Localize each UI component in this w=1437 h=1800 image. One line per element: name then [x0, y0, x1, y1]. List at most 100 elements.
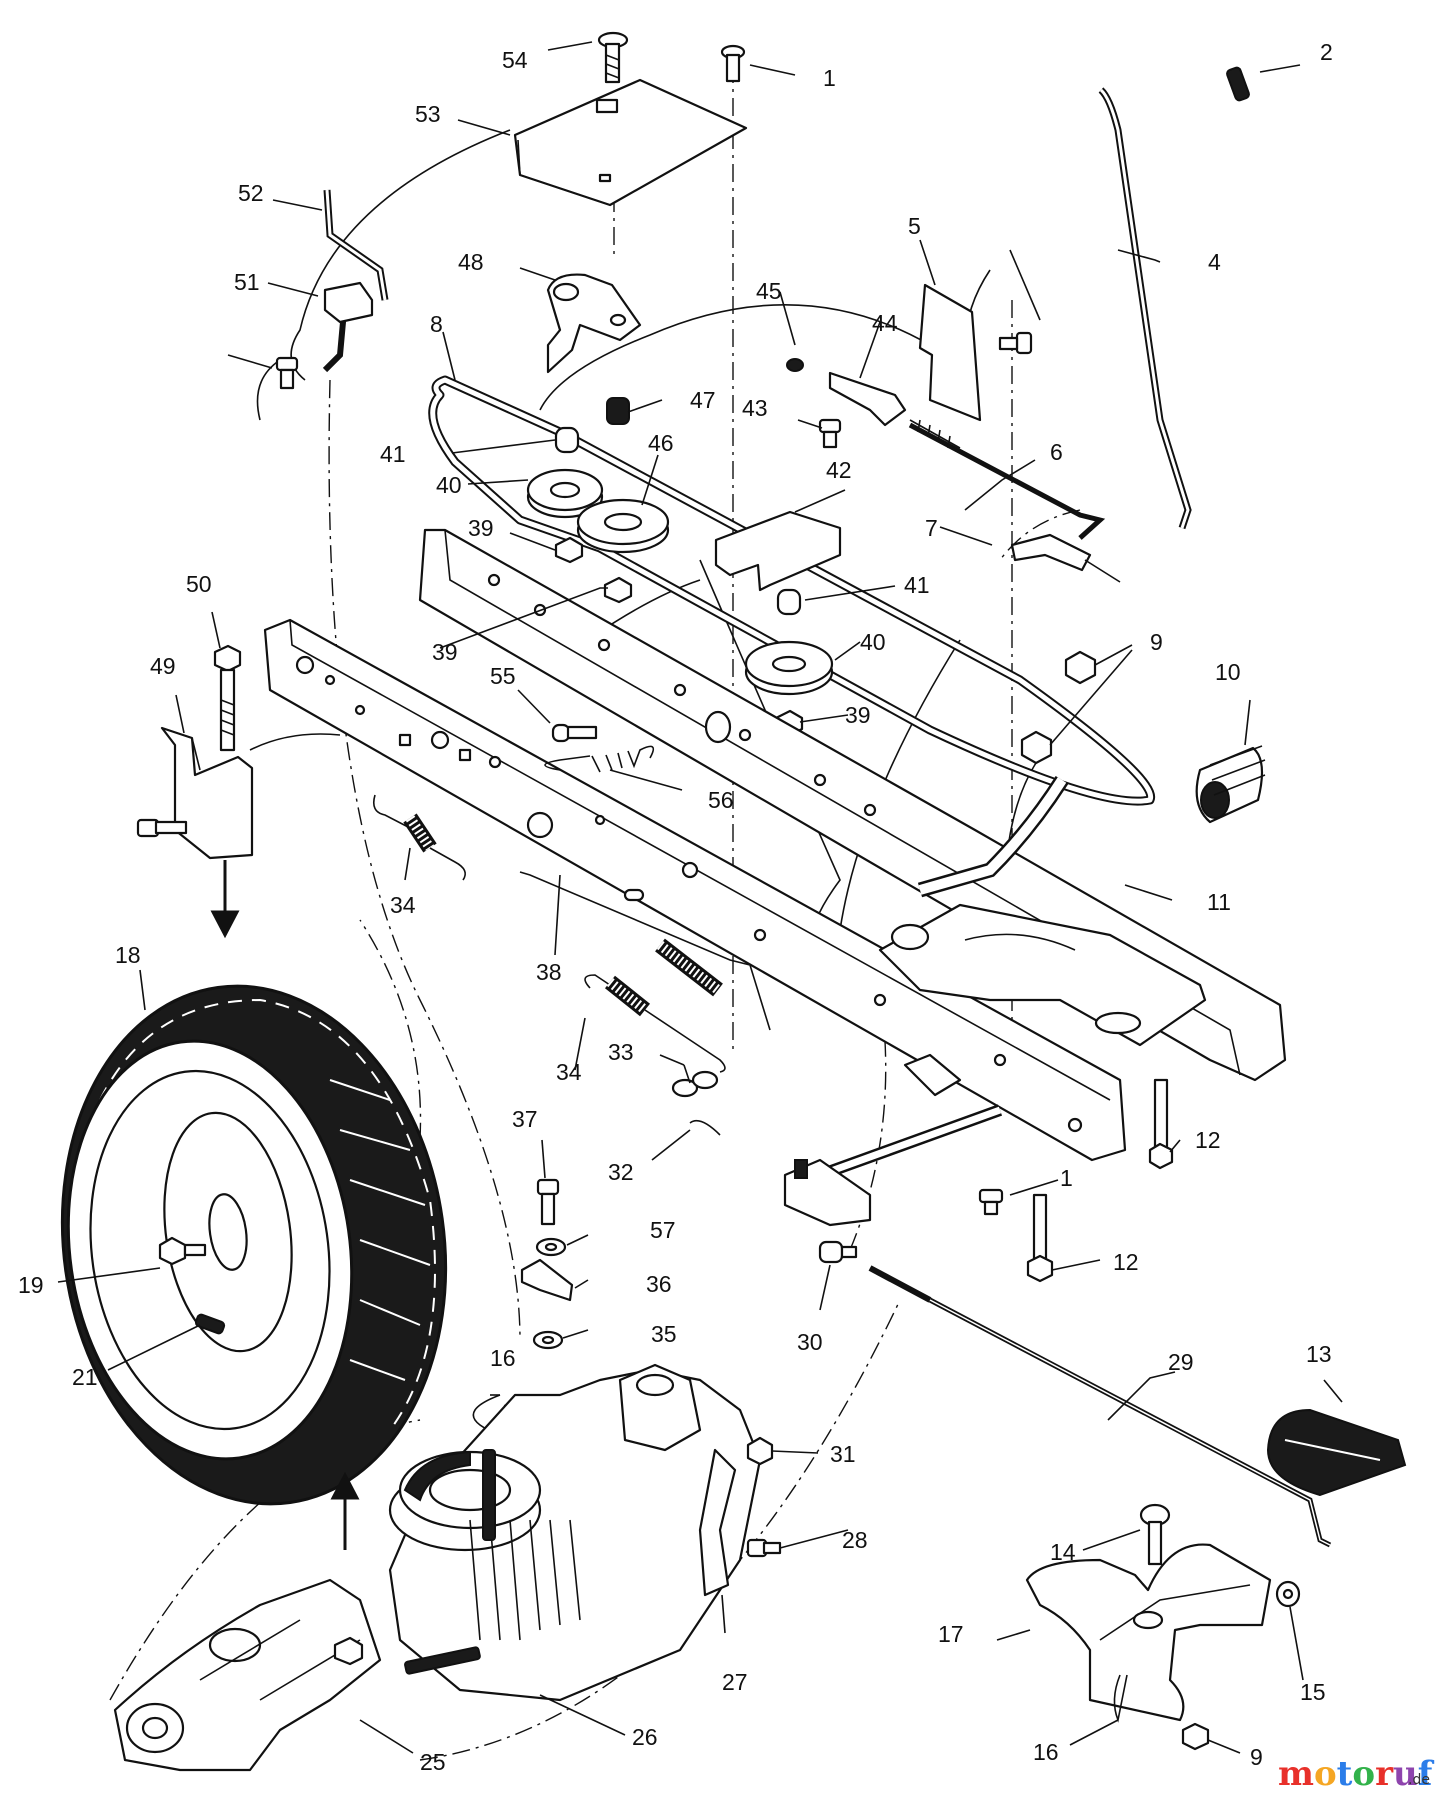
- callout-19: 19: [18, 1272, 44, 1298]
- flange-bolt-1-right: [998, 331, 1033, 355]
- callout-14: 14: [1050, 1539, 1076, 1565]
- callout-10: 10: [1215, 659, 1241, 685]
- callout-8: 8: [430, 311, 443, 337]
- axle-housing-25: [113, 1578, 382, 1772]
- callout-12b: 12: [1113, 1249, 1139, 1275]
- valve-stem-21: [194, 1313, 226, 1335]
- callout-27: 27: [722, 1669, 748, 1695]
- roll-pin-2: [1226, 66, 1250, 102]
- callout-54: 54: [502, 47, 528, 73]
- callout-34: 34: [390, 892, 416, 918]
- callout-6: 6: [1050, 439, 1063, 465]
- bolt-12-lower: [1026, 1193, 1054, 1283]
- callout-18: 18: [115, 942, 141, 968]
- bracket-49: [160, 726, 254, 860]
- callout-33: 33: [608, 1039, 634, 1065]
- wheel-rim-19: [89, 1069, 331, 1431]
- spacer-41-upper: [554, 426, 580, 454]
- washer-33: [671, 1070, 719, 1098]
- callout-44: 44: [872, 310, 898, 336]
- callout-48: 48: [458, 249, 484, 275]
- callout-51: 51: [234, 269, 260, 295]
- callout-29: 29: [1168, 1349, 1194, 1375]
- link-7: [1010, 533, 1121, 583]
- bolt-50: [213, 644, 242, 752]
- callout-42: 42: [826, 457, 852, 483]
- callout-30: 30: [797, 1329, 823, 1355]
- callout-40: 40: [436, 472, 462, 498]
- callout-46: 46: [648, 430, 674, 456]
- callout-36: 36: [646, 1271, 672, 1297]
- washer-15: [1275, 1580, 1301, 1608]
- nut-9-upper: [1064, 650, 1097, 685]
- watermark-letter: f: [1418, 1754, 1435, 1794]
- callout-1: 1: [823, 65, 836, 91]
- handle-grip-10: [1195, 745, 1266, 824]
- watermark-letter: t: [1337, 1754, 1353, 1794]
- callout-31: 31: [830, 1441, 856, 1467]
- rod-38: [519, 871, 771, 1031]
- nut-39-upper: [554, 536, 584, 564]
- direction-arrow-down: [210, 860, 240, 939]
- bolt-37: [536, 1178, 560, 1226]
- pedal-shaft: [783, 1053, 1003, 1227]
- callout-labels: 54 53 1 2 52 51 48 45 44 5 4 8 47 43 41 …: [18, 39, 1333, 1775]
- callout-26: 26: [632, 1724, 658, 1750]
- pulley-46: [576, 498, 670, 554]
- callout-57: 57: [650, 1217, 676, 1243]
- callout-7: 7: [925, 515, 938, 541]
- lift-rod-4: [1098, 87, 1192, 530]
- callout-28: 28: [842, 1527, 868, 1553]
- callout-35: 35: [651, 1321, 677, 1347]
- pin-45: [786, 358, 804, 372]
- callout-16: 16: [490, 1345, 516, 1371]
- callout-5: 5: [908, 213, 921, 239]
- callout-9: 9: [1150, 629, 1163, 655]
- flange-bolt-1-left-top: [275, 356, 299, 390]
- bracket-5: [918, 283, 982, 422]
- frame-rail-lower: [263, 618, 1127, 1162]
- callout-52: 52: [238, 180, 264, 206]
- callout-43: 43: [742, 395, 768, 421]
- callout-39b: 39: [432, 639, 458, 665]
- clutch-rod-6: [908, 419, 1106, 540]
- shift-lever-52: [322, 189, 389, 373]
- bolt-26: [404, 1646, 481, 1675]
- transaxle-26: [388, 1363, 762, 1702]
- callout-32: 32: [608, 1159, 634, 1185]
- belt-guide-42: [714, 510, 842, 592]
- pulley-40-upper: [526, 468, 604, 519]
- callout-49: 49: [150, 653, 176, 679]
- flange-bolt-1-top: [720, 44, 746, 83]
- callout-47: 47: [690, 387, 716, 413]
- callout-39c: 39: [845, 702, 871, 728]
- callout-39: 39: [468, 515, 494, 541]
- watermark-letter: o: [1352, 1754, 1375, 1794]
- idler-bracket-48: [546, 273, 642, 374]
- watermark-brand: motoruf: [1278, 1754, 1435, 1794]
- callout-9b: 9: [1250, 1744, 1263, 1770]
- direction-arrow-up: [330, 1471, 360, 1550]
- callout-11: 11: [1207, 889, 1231, 915]
- callout-16b: 16: [1033, 1739, 1059, 1765]
- bolt-14: [1139, 1503, 1171, 1566]
- callout-50: 50: [186, 571, 212, 597]
- cotter-pin-32: [689, 1119, 721, 1136]
- callout-53: 53: [415, 101, 441, 127]
- transaxle-bracket-27: [698, 1448, 737, 1597]
- callout-34b: 34: [556, 1059, 582, 1085]
- callout-2: 2: [1320, 39, 1333, 65]
- bracket-51: [323, 281, 374, 324]
- callout-13: 13: [1306, 1341, 1332, 1367]
- callout-41: 41: [380, 441, 406, 467]
- spacer-41-lower: [776, 588, 802, 616]
- callout-56: 56: [708, 787, 734, 813]
- shaft-11: [917, 775, 1069, 898]
- pulley-40-lower: [744, 640, 834, 696]
- nut-9-bottom: [1181, 1722, 1210, 1751]
- clutch-bracket-44: [828, 371, 907, 427]
- callout-1b: 1: [1060, 1165, 1073, 1191]
- leader-lines: [57, 41, 1343, 1754]
- cable-29: [868, 1265, 1332, 1548]
- callout-37: 37: [512, 1106, 538, 1132]
